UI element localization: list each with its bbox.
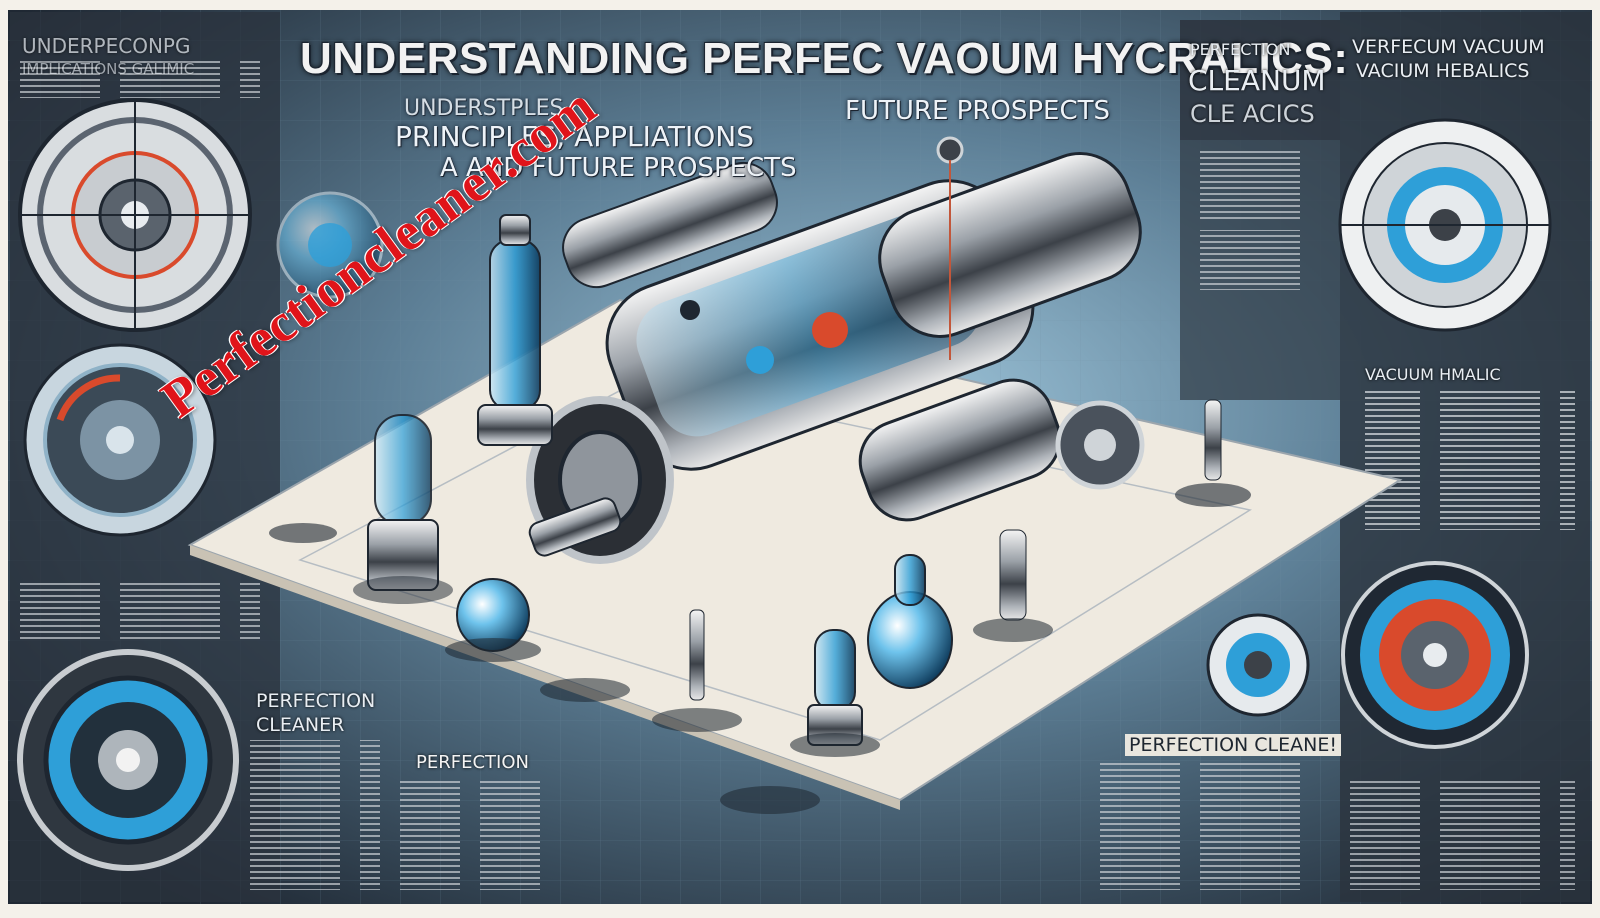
right-label-verfecum: VERFECUM VACUUM xyxy=(1352,36,1545,58)
dial-mid-left xyxy=(23,343,217,537)
gauge-right-small xyxy=(1206,613,1310,717)
dial-bottom-right xyxy=(1341,561,1529,749)
subtitle-line1b: FUTURE PROSPECTS xyxy=(845,96,1111,126)
right-label-vacium: VACIUM HEBALICS xyxy=(1356,60,1530,82)
text-block xyxy=(1365,390,1575,530)
subtitle-line3: A AND FUTURE PROSPECTS xyxy=(440,153,797,183)
text-block xyxy=(20,580,260,640)
bottom-label-cleaner: CLEANER xyxy=(256,714,345,736)
faded-heading: UNDERPECONPG xyxy=(22,34,191,58)
right-label-cleanum: CLEANUM xyxy=(1188,64,1326,97)
glass-pillar-mid xyxy=(353,414,453,604)
text-block xyxy=(1190,230,1320,290)
dial-top-left xyxy=(18,98,252,332)
text-block xyxy=(250,740,380,890)
glass-orb-top xyxy=(276,191,384,299)
right-label-cleacics: CLE ACICS xyxy=(1190,100,1315,128)
right-header-box xyxy=(1180,20,1340,140)
dial-bottom-left xyxy=(17,649,239,871)
text-block xyxy=(1190,150,1320,220)
bottom-label-perfection-cleaner-right: PERFECTION CLEANE! xyxy=(1125,734,1341,756)
bottom-label-perfection: PERFECTION xyxy=(256,690,376,712)
vacuum-hydraulic-machine xyxy=(526,152,1145,564)
right-label-hmalic: VACUUM HMALIC xyxy=(1365,365,1501,384)
glass-orb-bottom xyxy=(445,578,541,662)
right-label-perfection: PERFECTION xyxy=(1190,40,1291,59)
text-block xyxy=(1350,780,1575,890)
glass-vial-center xyxy=(790,629,880,757)
page-title: UNDERSTANDING PERFEC VAOUM HYCRALICS: xyxy=(300,34,1349,83)
subtitle-line1: UNDERSTPLES xyxy=(404,96,564,121)
dial-top-right xyxy=(1338,118,1552,332)
faded-subheading: IMPLICATIONS GALIMIC xyxy=(22,60,195,78)
glass-dome-right xyxy=(867,554,953,689)
text-block xyxy=(1100,760,1320,890)
text-block xyxy=(400,780,540,890)
probe-pins xyxy=(269,136,1251,814)
subtitle-line2: PRINCIPLES, APPLIATIONS xyxy=(395,120,754,153)
glass-pillar-left xyxy=(477,214,553,446)
bottom-label-perfection-2: PERFECTION xyxy=(416,752,529,773)
